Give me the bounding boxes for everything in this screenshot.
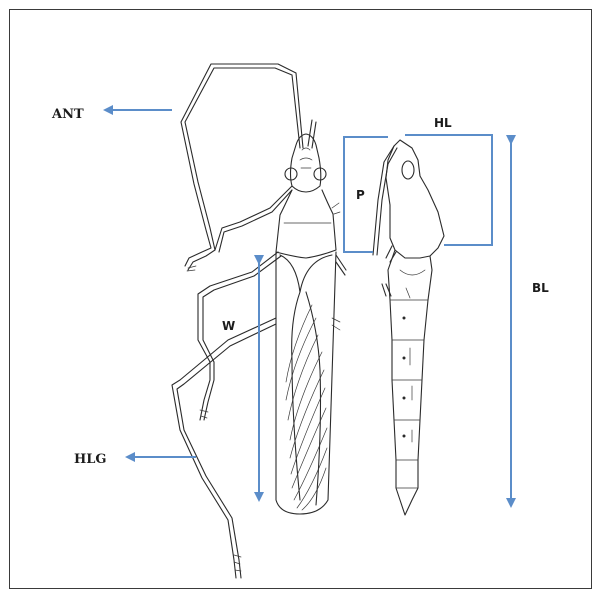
body-length-label: BL	[532, 281, 549, 295]
antenna-drawing	[185, 68, 300, 270]
antenna-label: ANT	[51, 107, 84, 122]
head-length-bracket	[405, 135, 492, 245]
pronotum-label: P	[356, 188, 365, 202]
lateral-head-drawing	[386, 140, 444, 258]
head-length-label: HL	[434, 116, 452, 130]
lateral-view-insect	[373, 140, 444, 515]
pronotum-drawing	[276, 190, 336, 258]
width-label: W	[222, 319, 235, 333]
pronotum-bracket	[344, 137, 388, 252]
hind-leg-label: HLG	[74, 452, 107, 467]
head-drawing	[291, 134, 321, 192]
wing-drawing	[276, 252, 336, 514]
